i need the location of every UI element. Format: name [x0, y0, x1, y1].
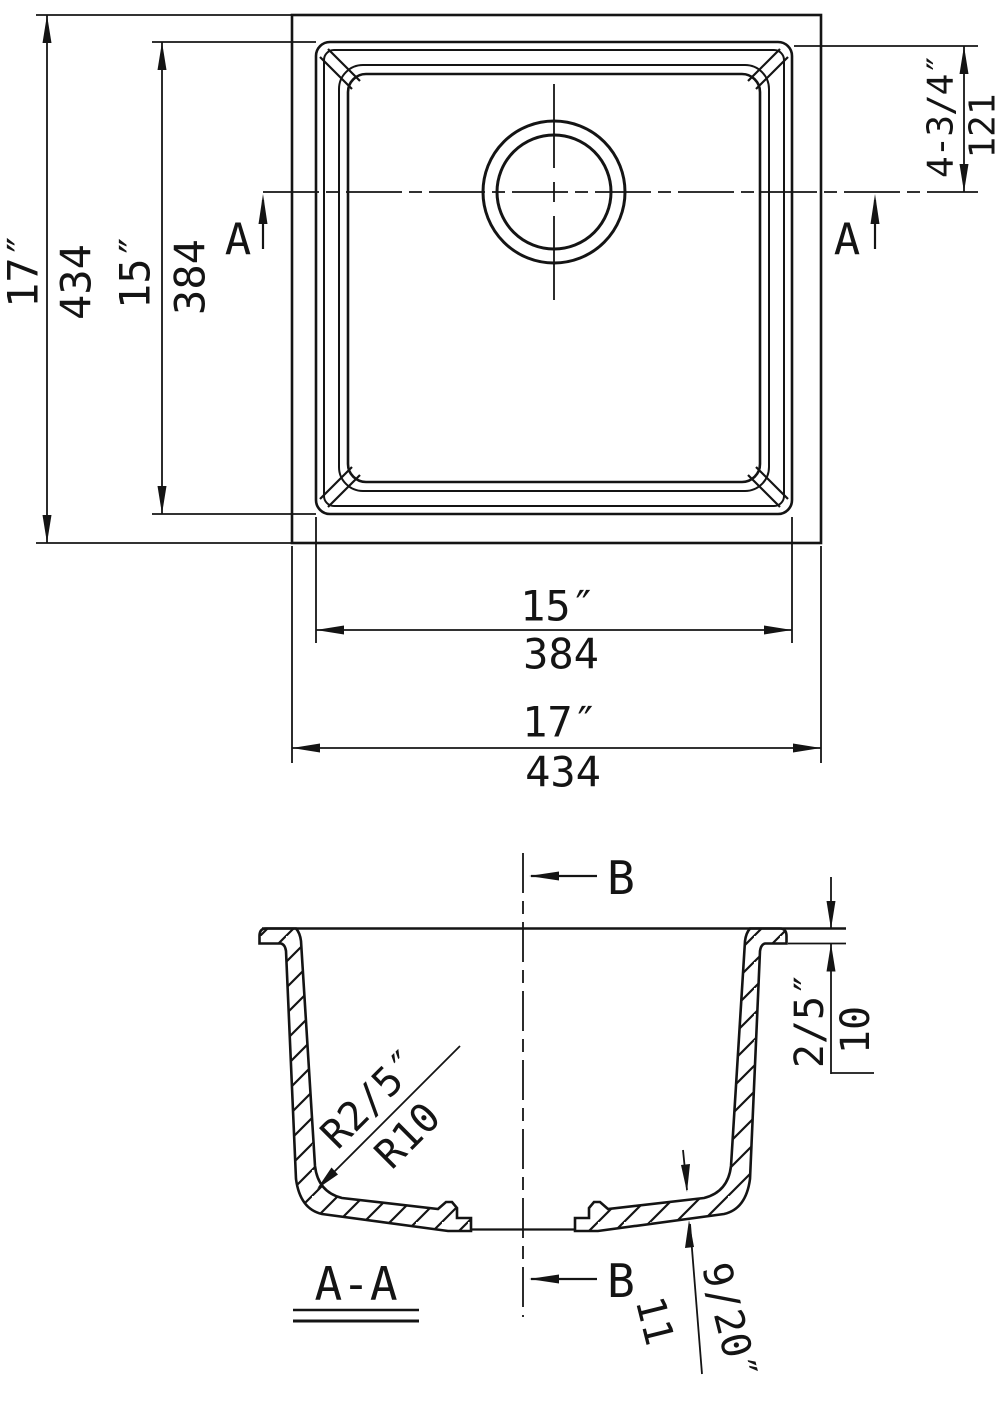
arrowhead-icon — [959, 164, 969, 192]
section-title-text: A-A — [314, 1257, 397, 1311]
bowl-section-right — [573, 927, 788, 1233]
dim-text-mm: 10 — [833, 1006, 879, 1054]
dim-text-mm: 384 — [523, 630, 599, 679]
dim-text-inches: 15″ — [111, 233, 160, 309]
dim-text-mm: 434 — [52, 244, 101, 320]
dim-rim-height: 2/5″ 10 — [787, 877, 879, 1074]
dim-text-mm: 121 — [963, 93, 1001, 158]
section-label: A — [834, 215, 861, 266]
dim-text-inches: 15″ — [520, 582, 596, 631]
arrowhead-icon — [157, 486, 167, 514]
section-view: B B R2/5″ R10 2/5″ — [258, 851, 879, 1386]
section-arrow-icon — [529, 1274, 559, 1284]
section-marker-a-right: A — [834, 194, 880, 266]
section-arrow-icon — [529, 871, 559, 881]
arrowhead-icon — [826, 901, 836, 929]
bowl-section-left — [258, 927, 473, 1233]
arrowhead-icon — [685, 1220, 694, 1248]
section-arrow-icon — [258, 194, 268, 224]
plan-view: A A 17″ 434 15″ 384 — [0, 13, 1001, 797]
dim-width-inner: 15″ 384 — [315, 517, 793, 679]
arrowhead-icon — [316, 625, 344, 635]
sink-outer-edge — [290, 13, 823, 545]
arrowhead-icon — [681, 1164, 690, 1192]
arrowhead-icon — [157, 42, 167, 70]
section-arrow-icon — [870, 194, 880, 224]
dim-text-inches: 17″ — [0, 232, 48, 308]
dim-text-inches: 2/5″ — [787, 972, 833, 1068]
section-marker-b-top: B — [529, 851, 635, 905]
arrowhead-icon — [959, 46, 969, 74]
dim-text-mm: 384 — [166, 239, 215, 315]
dim-drain-offset: 4-3/4″ 121 — [794, 45, 1001, 192]
bowl-rim — [314, 40, 794, 516]
dim-height-outer: 17″ 434 — [0, 14, 292, 544]
rim-corner-miters — [319, 48, 789, 508]
section-marker-a-left: A — [225, 194, 268, 266]
dim-text-inches: 4-3/4″ — [921, 54, 962, 178]
section-label: A — [225, 215, 252, 266]
section-marker-b-bottom: B — [529, 1254, 635, 1308]
dim-bottom-radius: R2/5″ R10 — [312, 1040, 461, 1189]
arrowhead-icon — [764, 625, 792, 635]
arrowhead-icon — [292, 743, 320, 753]
section-title: A-A — [293, 1257, 419, 1323]
dim-text-mm: 11 — [626, 1292, 682, 1350]
arrowhead-icon — [42, 515, 52, 543]
dim-text-inches: 17″ — [522, 698, 598, 747]
dim-width-outer: 17″ 434 — [291, 546, 822, 797]
arrowhead-icon — [317, 1167, 338, 1189]
dim-text-inches: 9/20″ — [692, 1258, 766, 1386]
arrowhead-icon — [793, 743, 821, 753]
section-label: B — [607, 1254, 635, 1308]
dim-height-inner: 15″ 384 — [111, 41, 316, 515]
dim-text-mm: 434 — [525, 748, 601, 797]
section-label: B — [607, 851, 635, 905]
arrowhead-icon — [826, 943, 836, 972]
arrowhead-icon — [42, 15, 52, 43]
